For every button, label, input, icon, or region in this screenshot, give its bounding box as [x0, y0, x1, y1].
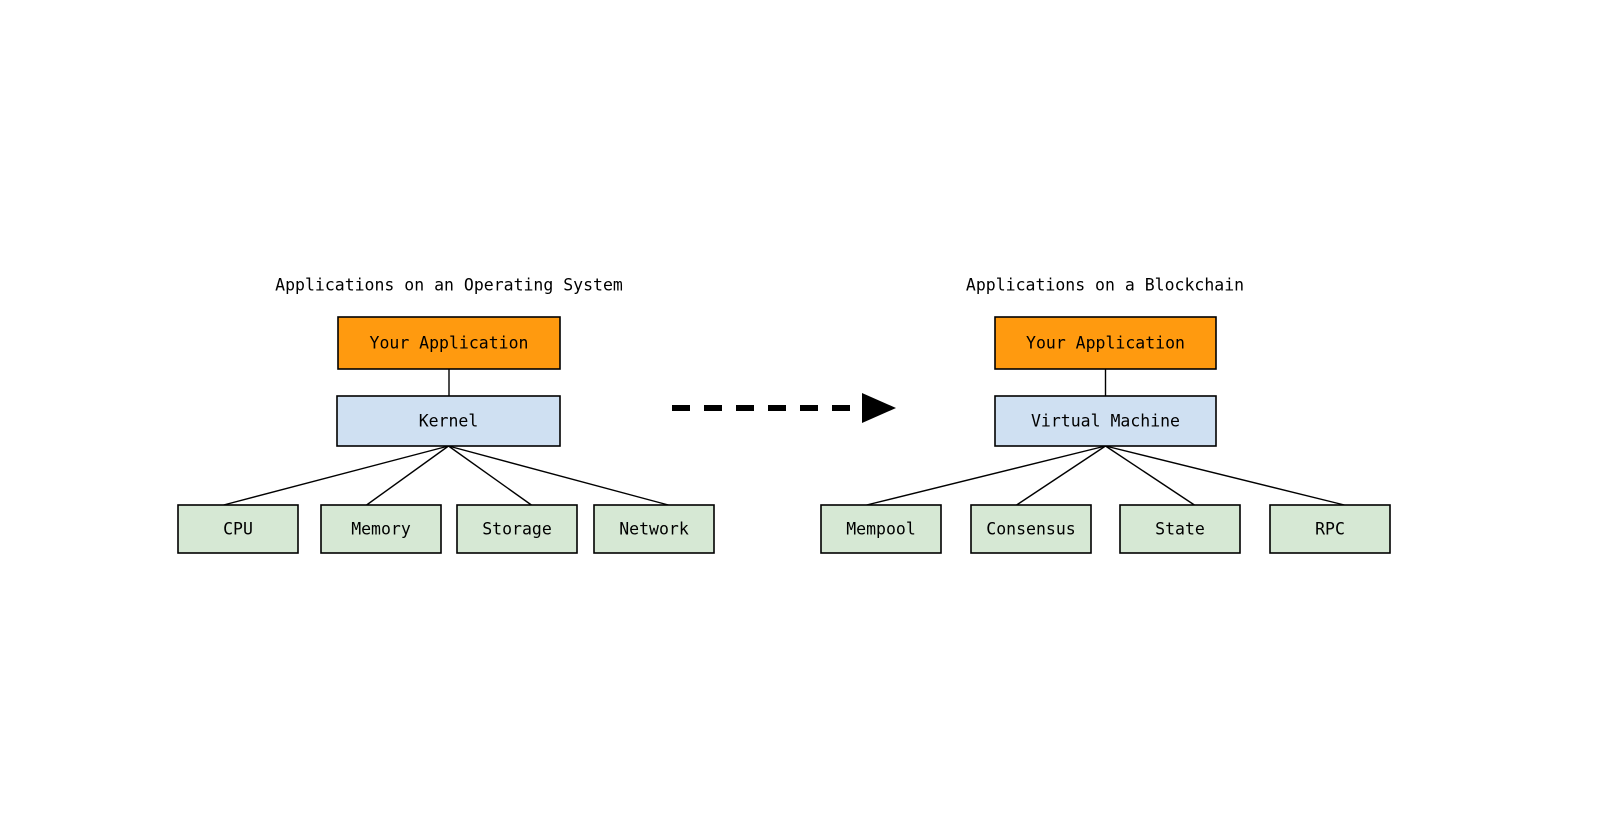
- node-application-blockchain[interactable]: Your Application: [994, 316, 1217, 370]
- connector-runtime-to-resource-3: [1105, 445, 1345, 506]
- node-resource-operating-system-3-label: Network: [619, 520, 689, 539]
- node-resource-blockchain-2[interactable]: State: [1119, 504, 1241, 554]
- connector-runtime-to-resource-1: [366, 445, 449, 506]
- transition-arrow: [672, 393, 896, 423]
- node-runtime-blockchain-rect[interactable]: [994, 395, 1217, 447]
- node-resource-operating-system-1-rect[interactable]: [320, 504, 442, 554]
- node-resource-operating-system-3[interactable]: Network: [593, 504, 715, 554]
- node-resource-operating-system-3-rect[interactable]: [593, 504, 715, 554]
- node-resource-operating-system-0-rect[interactable]: [177, 504, 299, 554]
- node-resource-operating-system-2[interactable]: Storage: [456, 504, 578, 554]
- node-resource-blockchain-3-label: RPC: [1315, 520, 1345, 539]
- node-runtime-operating-system-rect[interactable]: [336, 395, 561, 447]
- node-resource-operating-system-2-label: Storage: [482, 520, 552, 539]
- node-runtime-blockchain-label: Virtual Machine: [1031, 412, 1180, 431]
- node-resource-blockchain-1-label: Consensus: [986, 520, 1075, 539]
- node-resource-blockchain-1[interactable]: Consensus: [970, 504, 1092, 554]
- node-resource-operating-system-0-label: CPU: [223, 520, 253, 539]
- connector-runtime-to-resource-2: [1105, 445, 1195, 506]
- node-resource-blockchain-3-rect[interactable]: [1269, 504, 1391, 554]
- node-runtime-operating-system-label: Kernel: [419, 412, 479, 431]
- node-runtime-operating-system[interactable]: Kernel: [336, 395, 561, 447]
- node-resource-blockchain-0-rect[interactable]: [820, 504, 942, 554]
- node-runtime-blockchain[interactable]: Virtual Machine: [994, 395, 1217, 447]
- connector-runtime-to-resource-0: [866, 445, 1106, 506]
- node-resource-blockchain-2-rect[interactable]: [1119, 504, 1241, 554]
- node-application-blockchain-rect[interactable]: [994, 316, 1217, 370]
- node-resource-operating-system-1-label: Memory: [351, 520, 411, 539]
- node-application-blockchain-label: Your Application: [1026, 334, 1185, 353]
- node-resource-blockchain-2-label: State: [1155, 520, 1205, 539]
- node-resource-operating-system-1[interactable]: Memory: [320, 504, 442, 554]
- node-resource-blockchain-0[interactable]: Mempool: [820, 504, 942, 554]
- node-resource-blockchain-0-label: Mempool: [846, 520, 916, 539]
- node-resource-operating-system-0[interactable]: CPU: [177, 504, 299, 554]
- transition-arrow-head: [862, 393, 896, 423]
- node-application-operating-system[interactable]: Your Application: [337, 316, 561, 370]
- panel-title-operating-system: Applications on an Operating System: [275, 276, 623, 295]
- node-application-operating-system-rect[interactable]: [337, 316, 561, 370]
- connector-runtime-to-resource-3: [448, 445, 669, 506]
- panel-title-blockchain: Applications on a Blockchain: [966, 276, 1244, 295]
- node-resource-blockchain-3[interactable]: RPC: [1269, 504, 1391, 554]
- connector-runtime-to-resource-2: [448, 445, 532, 506]
- node-application-operating-system-label: Your Application: [370, 334, 529, 353]
- panel-operating-system: Applications on an Operating SystemYour …: [177, 276, 715, 554]
- node-resource-blockchain-1-rect[interactable]: [970, 504, 1092, 554]
- connector-runtime-to-resource-0: [223, 445, 449, 506]
- node-resource-operating-system-2-rect[interactable]: [456, 504, 578, 554]
- connector-runtime-to-resource-1: [1016, 445, 1106, 506]
